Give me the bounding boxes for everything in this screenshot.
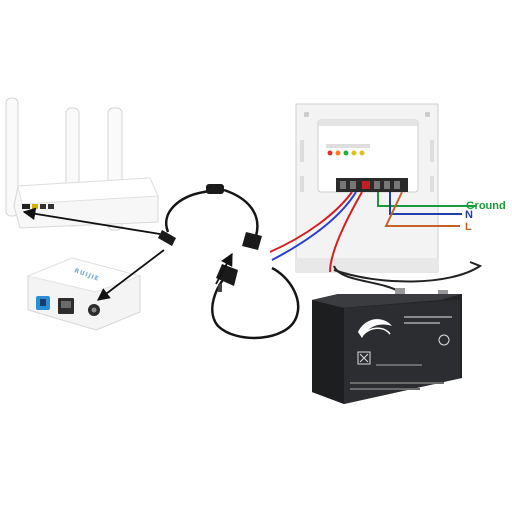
sealed-lead-acid-battery <box>312 294 462 404</box>
router-ports <box>22 204 54 209</box>
status-led-icon <box>327 150 365 156</box>
arrow-to-router <box>22 207 161 235</box>
arrow-jack-link <box>215 252 233 285</box>
dc-jack-icon <box>216 264 238 292</box>
neutral-label: N <box>465 209 473 221</box>
ont-modem: RUIJIE <box>26 257 142 331</box>
ul-certification-icon <box>438 334 450 346</box>
dc-plug-icon <box>158 184 262 250</box>
power-flow-arrows <box>22 207 233 301</box>
dc-output-wires <box>269 191 363 273</box>
dc-y-splitter-cable <box>158 184 300 340</box>
battery-label-lines <box>350 316 452 390</box>
live-label: L <box>465 221 472 233</box>
ac-input-wires <box>377 191 476 227</box>
terminal-block <box>336 178 408 192</box>
ont-ports <box>36 296 100 316</box>
wifi-router <box>5 97 159 231</box>
vent-slot-icon <box>300 140 434 192</box>
arrow-to-ont <box>96 249 165 301</box>
recycle-icon <box>357 351 371 365</box>
battery-logo-icon <box>358 319 392 338</box>
ground-label: Ground <box>466 200 506 212</box>
battery-leads <box>333 261 483 296</box>
ups-power-supply <box>295 103 439 273</box>
